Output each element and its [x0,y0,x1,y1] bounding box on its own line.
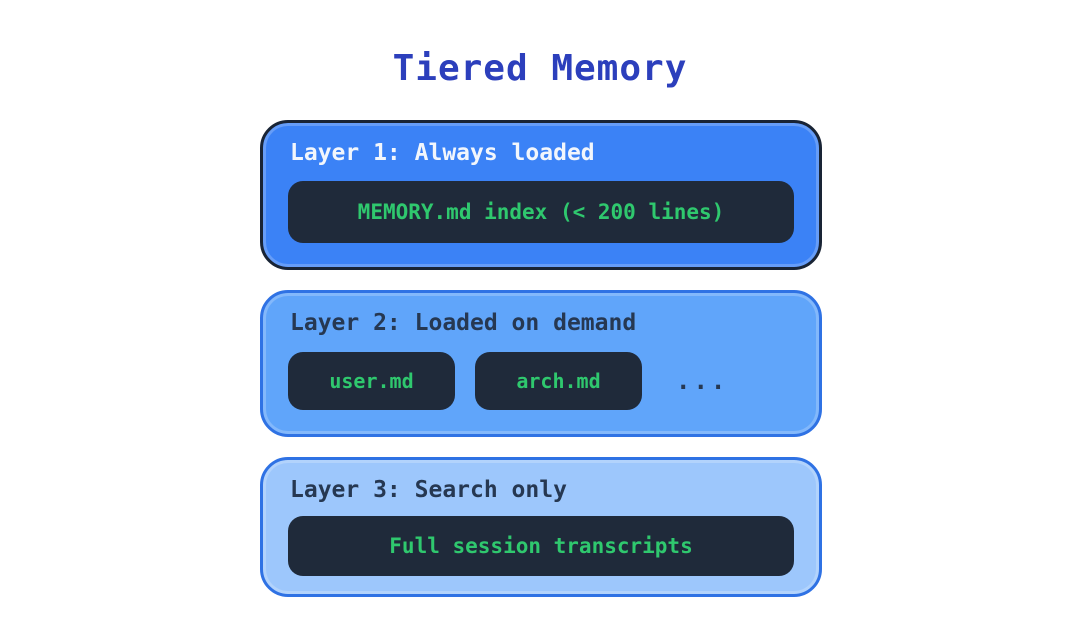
chip-arch-md-text: arch.md [516,369,601,393]
diagram-title: Tiered Memory [392,48,688,89]
layer-3-label: Layer 3: Search only [290,477,567,503]
layer-2-chips-row: user.md arch.md ... [288,352,794,410]
layer-1-box: Layer 1: Always loaded MEMORY.md index (… [260,120,822,270]
layer-3-content-box: Full session transcripts [288,516,794,576]
layer-2-label: Layer 2: Loaded on demand [290,310,637,336]
layer-1-label: Layer 1: Always loaded [290,140,595,166]
chip-arch-md: arch.md [475,352,642,410]
chip-user-md: user.md [288,352,455,410]
layer-1-content-box: MEMORY.md index (< 200 lines) [288,181,794,243]
layer-3-content-text: Full session transcripts [389,534,693,558]
chip-user-md-text: user.md [329,369,414,393]
more-chips-ellipsis: ... [676,367,729,395]
layer-1-content-text: MEMORY.md index (< 200 lines) [357,200,725,224]
layer-3-box: Layer 3: Search only Full session transc… [260,457,822,597]
layer-2-box: Layer 2: Loaded on demand user.md arch.m… [260,290,822,437]
